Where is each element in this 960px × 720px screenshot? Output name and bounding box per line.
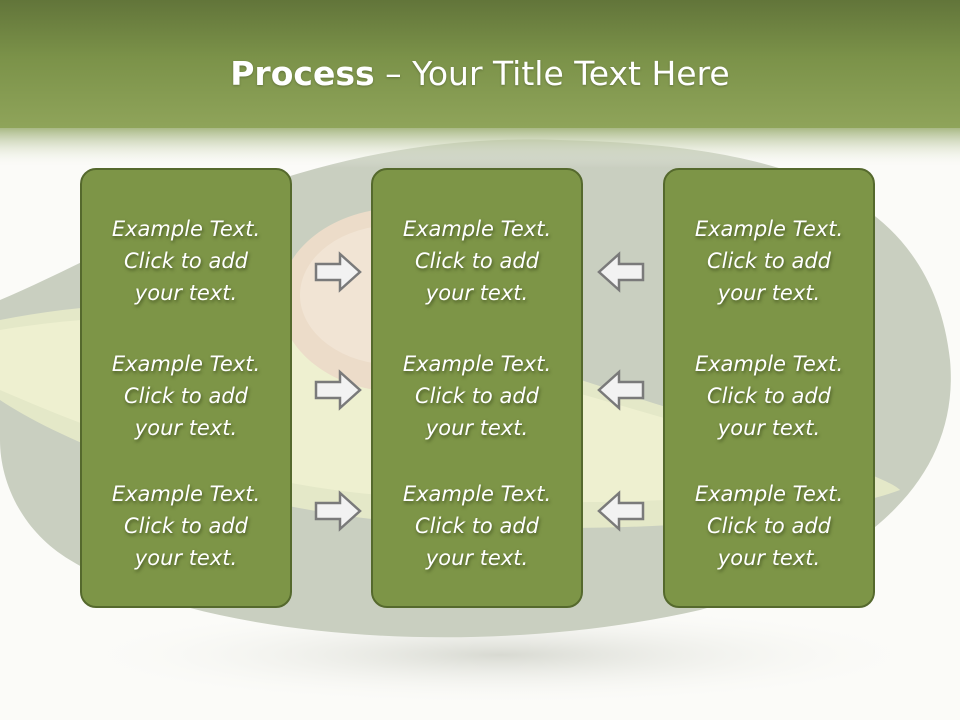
- panel-text[interactable]: Example Text. Click to add your text.: [694, 217, 844, 305]
- title-rest: – Your Title Text Here: [374, 54, 730, 93]
- arrow-left-icon: [597, 251, 645, 293]
- arrow-left-icon: [597, 490, 645, 532]
- panel-text[interactable]: Example Text. Click to add your text.: [694, 352, 844, 440]
- arrow-right-icon: [314, 490, 362, 532]
- panel-text[interactable]: Example Text. Click to add your text.: [694, 482, 844, 570]
- panel-text[interactable]: Example Text. Click to add your text.: [402, 217, 552, 305]
- process-panel-center: Example Text. Click to add your text. Ex…: [371, 168, 583, 608]
- panel-text[interactable]: Example Text. Click to add your text.: [111, 352, 261, 440]
- arrow-right-icon: [314, 251, 362, 293]
- process-panel-right: Example Text. Click to add your text. Ex…: [663, 168, 875, 608]
- panel-text[interactable]: Example Text. Click to add your text.: [402, 352, 552, 440]
- panel-text[interactable]: Example Text. Click to add your text.: [111, 482, 261, 570]
- panel-text[interactable]: Example Text. Click to add your text.: [402, 482, 552, 570]
- arrow-right-icon: [314, 369, 362, 411]
- panel-text[interactable]: Example Text. Click to add your text.: [111, 217, 261, 305]
- slide-title: Process – Your Title Text Here: [0, 52, 960, 96]
- arrow-left-icon: [597, 369, 645, 411]
- title-bold: Process: [230, 54, 375, 93]
- process-panel-left: Example Text. Click to add your text. Ex…: [80, 168, 292, 608]
